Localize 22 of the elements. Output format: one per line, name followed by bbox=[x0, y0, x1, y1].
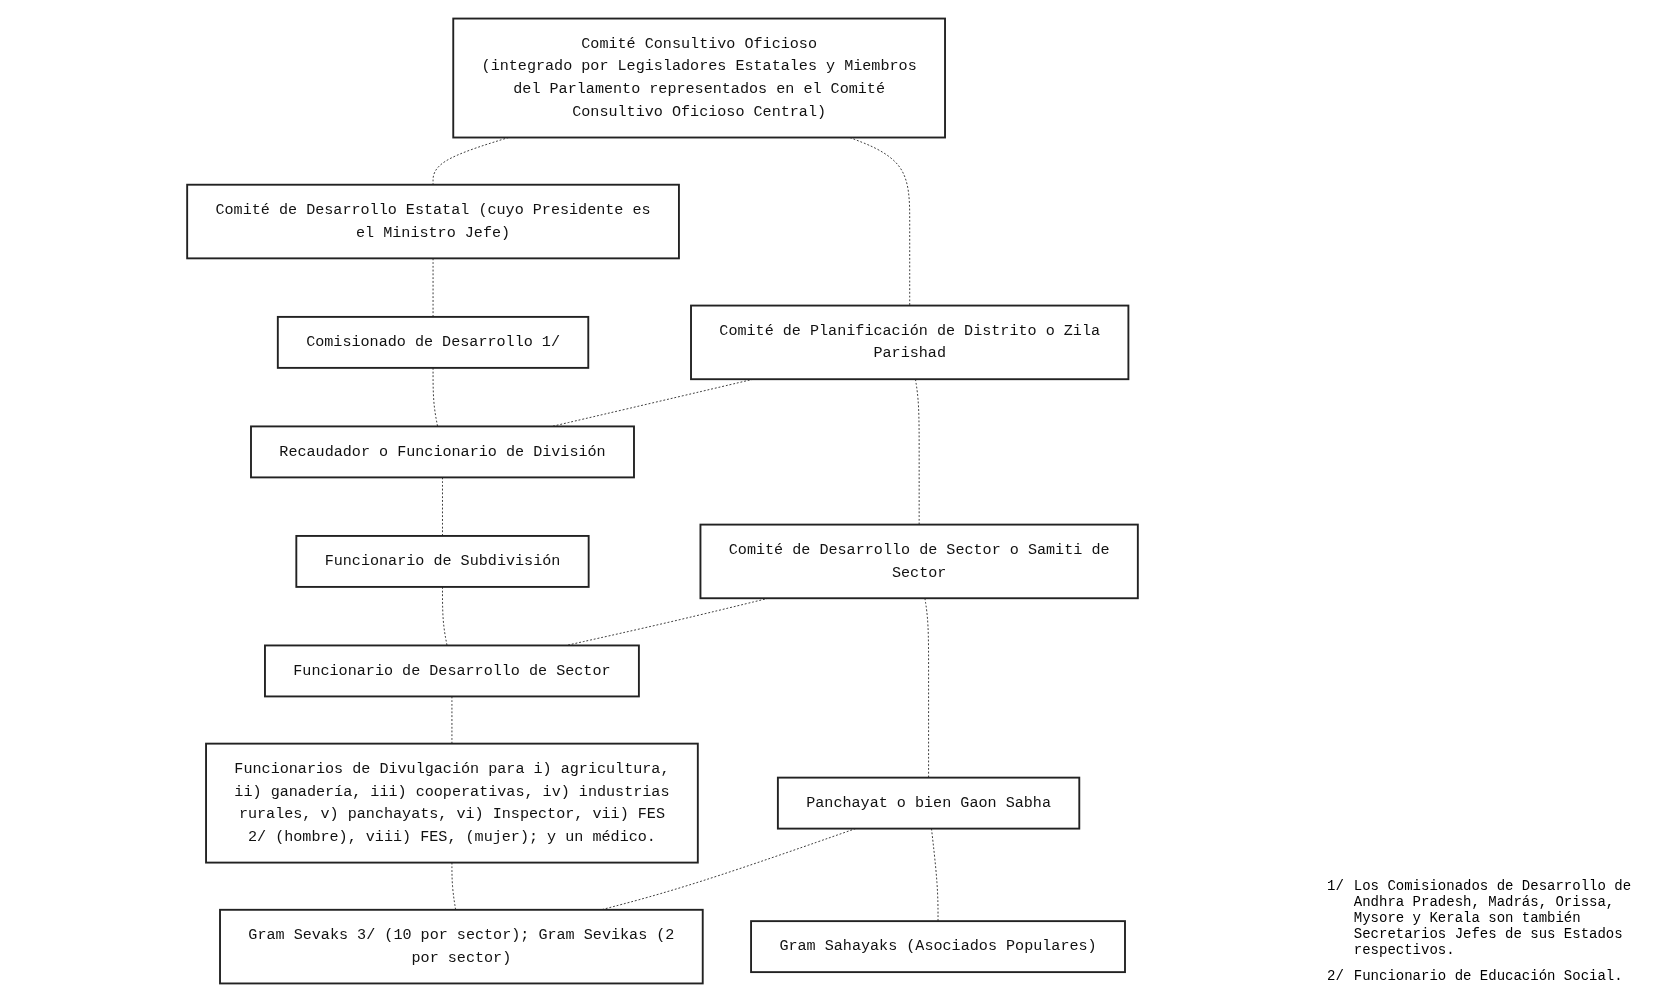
node-box: Comité de Planificación de Distrito o Zila Parishad bbox=[690, 304, 1130, 381]
footnote-text: Los Comisionados de Desarrollo de Andhra Pradesh, Madrás, Orissa, Mysore y Kerala son también Secretarios Jefes de sus Estados respectivos. bbox=[1353, 878, 1633, 958]
node-box: Comisionado de Desarrollo 1/ bbox=[276, 315, 590, 369]
connector bbox=[442, 586, 448, 646]
node-box: Recaudador o Funcionario de División bbox=[250, 425, 635, 479]
node-box: Comité de Desarrollo Estatal (cuyo Presidente es el Ministro Jefe) bbox=[186, 183, 680, 260]
node-box: Funcionario de Desarrollo de Sector bbox=[264, 644, 640, 698]
node-box: Funcionario de Subdivisión bbox=[295, 535, 590, 588]
node-box: Comité Consultivo Oficioso (integrado por Legisladores Estatales y Miembros del Parlamento representados en el Comité Consultivo Oficioso Central) bbox=[452, 17, 946, 139]
footnote-text: Funcionario de Educación Social. bbox=[1353, 968, 1623, 984]
node-box: Gram Sevaks 3/ (10 por sector); Gram Sevikas (2 por sector) bbox=[219, 908, 704, 985]
node-box: Comité de Desarrollo de Sector o Samiti de Sector bbox=[699, 523, 1139, 600]
footnote-mark: 1/ bbox=[1327, 878, 1344, 896]
node-box: Panchayat o bien Gaon Sabha bbox=[776, 776, 1081, 830]
connector bbox=[924, 597, 930, 779]
node-box: Gram Sahayaks (Asociados Populares) bbox=[750, 920, 1126, 974]
footnote-mark: 2/ bbox=[1327, 968, 1344, 984]
connector bbox=[451, 862, 457, 911]
node-box: Funcionarios de Divulgación para i) agricultura, ii) ganadería, iii) cooperativas, iv) industrias rurales, v) panchayats, vi) Inspector, vii) FES 2/ (hombre), viii) FES, (mujer); y un médico. bbox=[205, 742, 699, 864]
connector bbox=[915, 378, 920, 526]
connector bbox=[451, 695, 453, 745]
connector bbox=[432, 367, 439, 427]
